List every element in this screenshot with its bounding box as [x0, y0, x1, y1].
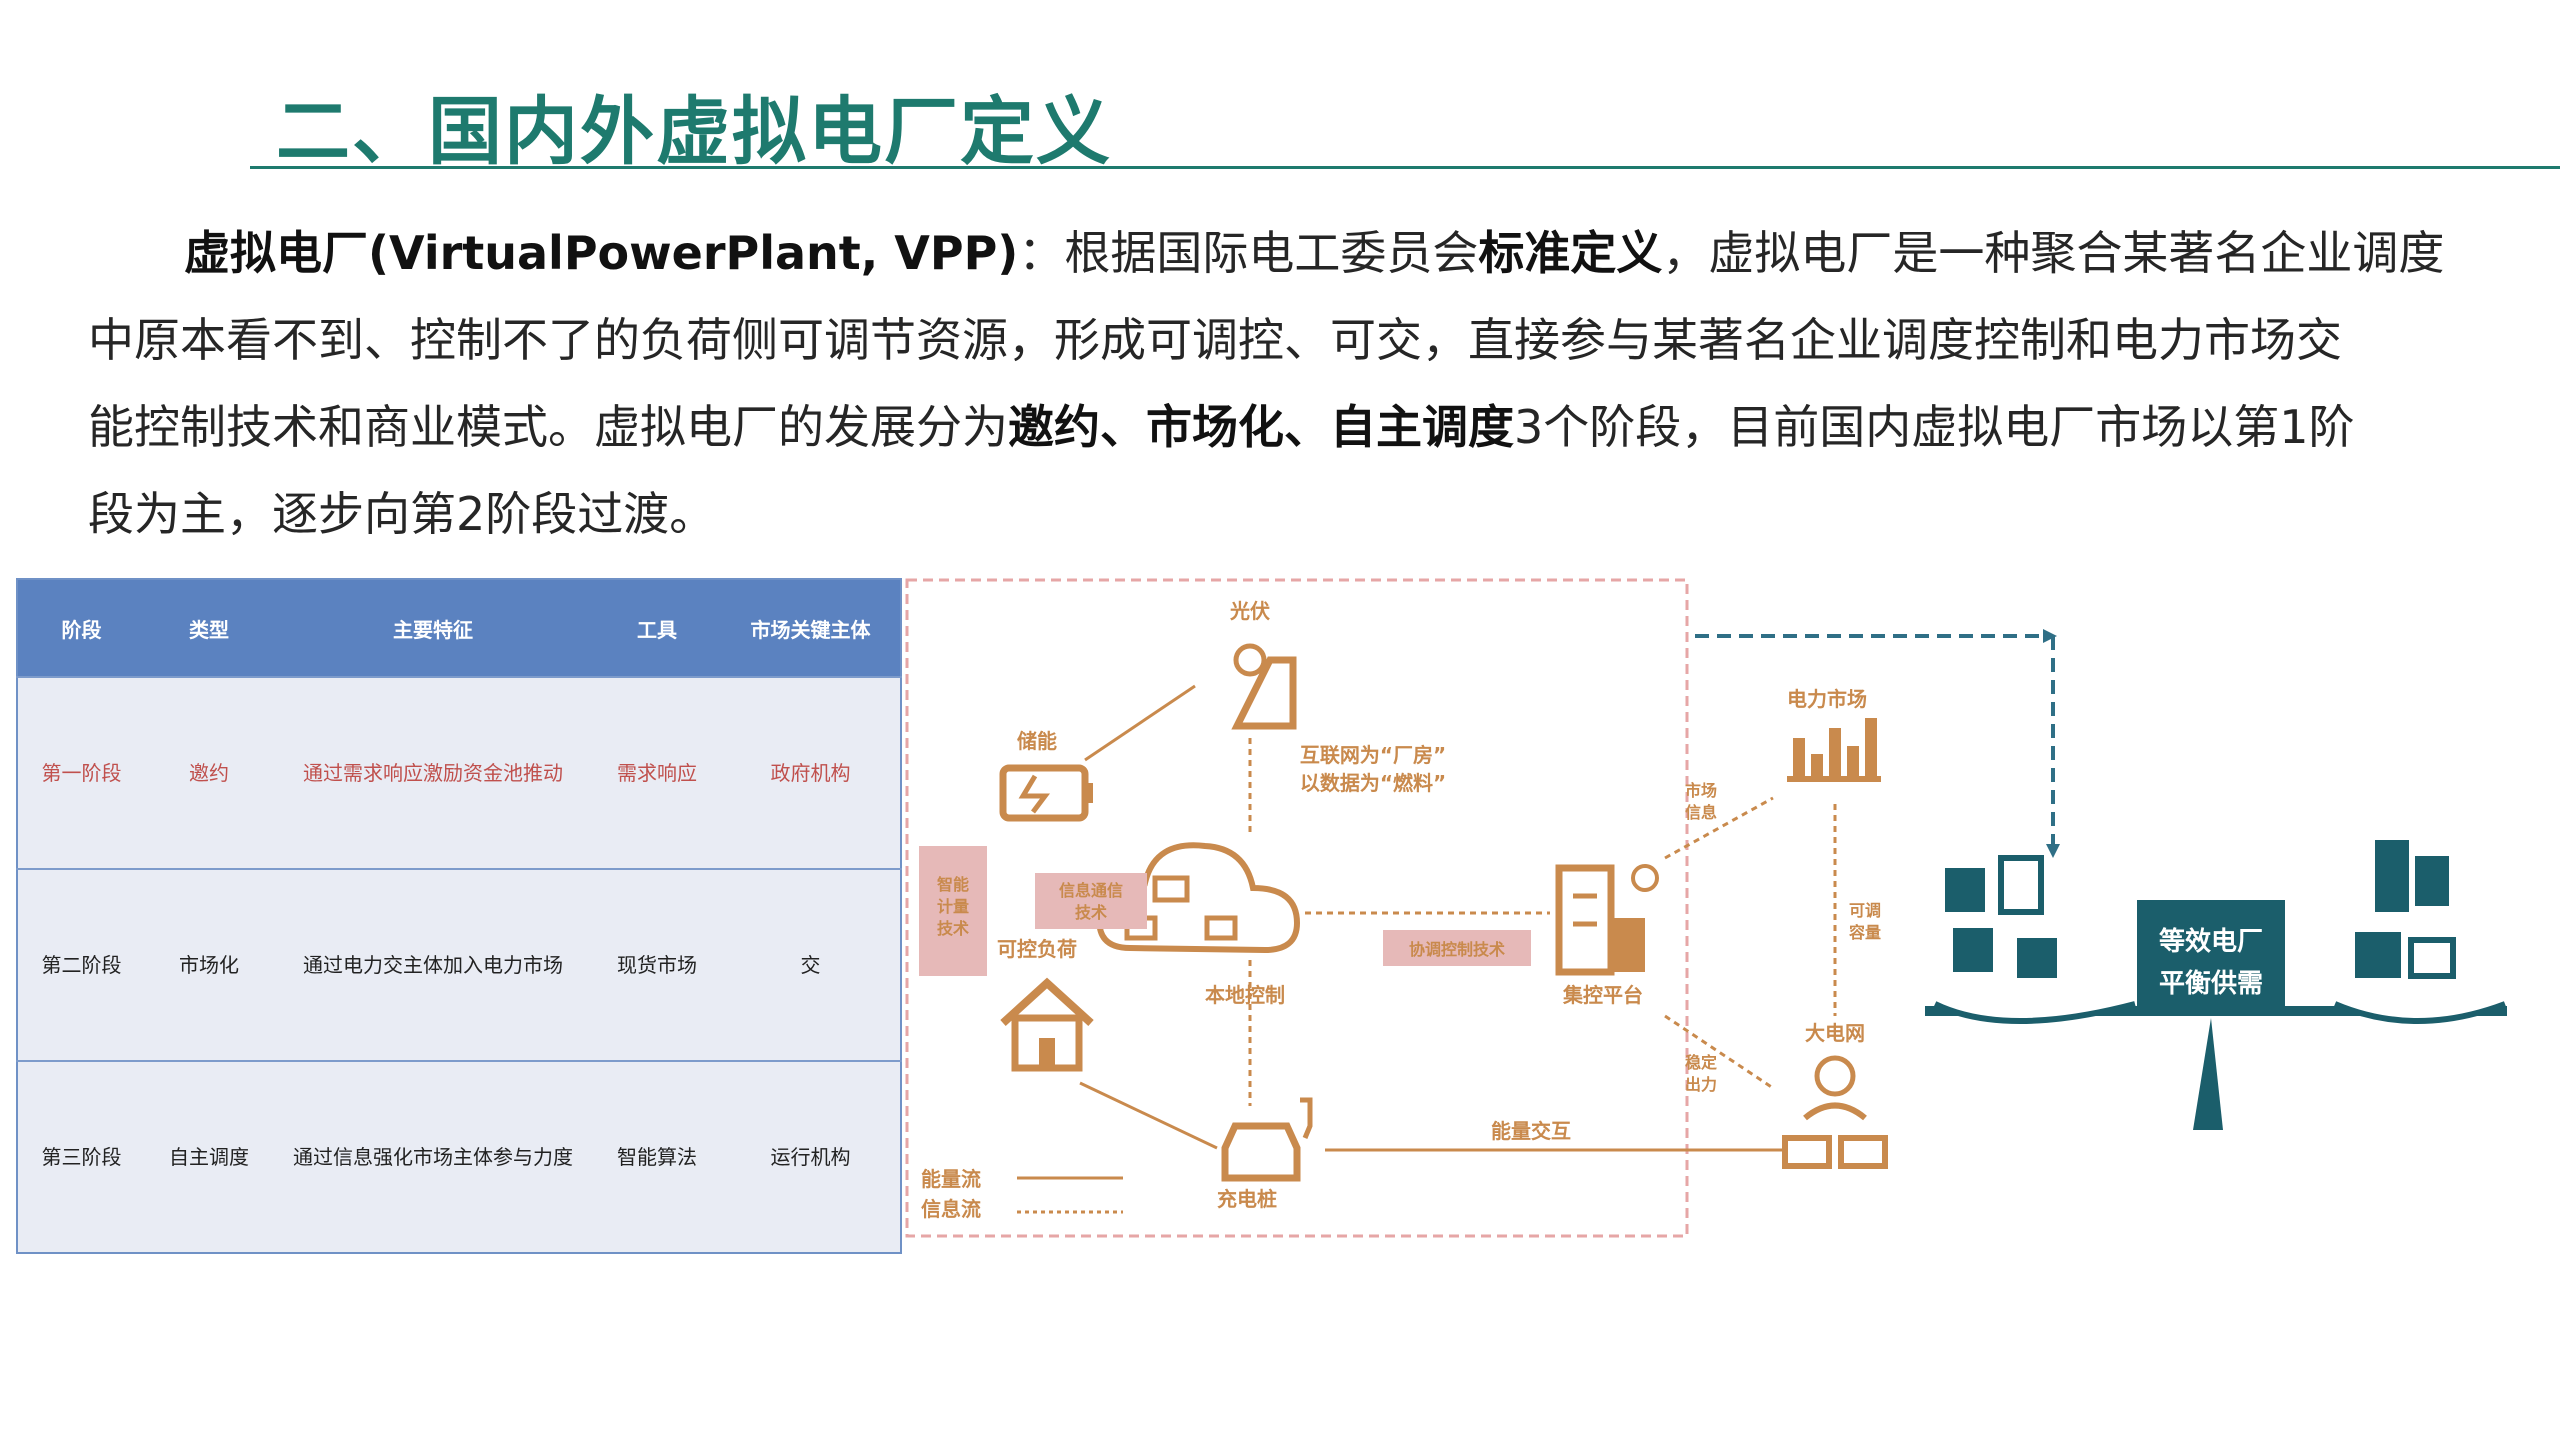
vpp-architecture-diagram: 光伏 储能 本地控制 可控负荷 智能 计量 技术 信息通信 技术 互联网为“厂房…	[905, 578, 2507, 1238]
table-cell: 市场化	[145, 868, 273, 1061]
coord-control-label: 协调控制技术	[1409, 940, 1505, 959]
arrow-head	[2043, 629, 2057, 643]
paragraph-text: 能控制技术和商业模式。虚拟电厂的发展分为	[88, 400, 1008, 454]
header-market-entity: 市场关键主体	[721, 579, 901, 677]
info-comm-box	[1035, 873, 1147, 929]
internet-note: 互联网为“厂房”	[1300, 743, 1446, 767]
smart-metering-label: 智能	[937, 875, 969, 894]
connector	[1084, 684, 1196, 762]
solar-panel-icon	[1231, 643, 1297, 730]
info-comm-label: 技术	[1075, 903, 1107, 922]
page-title: 二、国内外虚拟电厂定义	[276, 89, 1112, 175]
paragraph-text: 3个阶段，目前国内虚拟电厂市场以第1阶	[1514, 400, 2355, 454]
vpp-term: 虚拟电厂(VirtualPowerPlant, VPP)	[184, 226, 1019, 280]
table-cell: 交	[721, 868, 901, 1061]
car-icon	[1221, 1097, 1313, 1182]
central-platform-label: 集控平台	[1562, 983, 1643, 1007]
internet-note: 以数据为“燃料”	[1300, 771, 1446, 795]
local-control-label: 本地控制	[1205, 983, 1285, 1007]
adjustable-capacity-label: 容量	[1848, 923, 1881, 942]
table-cell: 第一阶段	[17, 676, 145, 869]
table-cell: 邀约	[145, 676, 273, 869]
building-icon	[1555, 864, 1659, 976]
paragraph-line-1: 虚拟电厂(VirtualPowerPlant, VPP)：根据国际电工委员会标准…	[88, 210, 2488, 297]
battery-icon	[999, 764, 1093, 822]
market-info-label: 信息	[1685, 803, 1717, 822]
smart-metering-label: 技术	[937, 919, 969, 938]
table-cell: 需求响应	[593, 676, 721, 869]
grid-icon	[1782, 1055, 1888, 1169]
table-cell: 政府机构	[721, 676, 901, 869]
table-cell: 第二阶段	[17, 868, 145, 1061]
table-cell: 通过电力交主体加入电力市场	[273, 868, 593, 1061]
paragraph-line-4: 段为主，逐步向第2阶段过渡。	[88, 487, 716, 541]
paragraph-line-3: 能控制技术和商业模式。虚拟电厂的发展分为邀约、市场化、自主调度3个阶段，目前国内…	[88, 384, 2488, 471]
table-cell: 通过需求响应激励资金池推动	[273, 676, 593, 869]
header-feature: 主要特征	[273, 579, 593, 677]
bar-chart-icon	[1787, 718, 1881, 782]
storage-label: 储能	[1017, 729, 1057, 753]
equiv-plant-label: 等效电厂	[2159, 926, 2263, 957]
title-underline	[250, 166, 2560, 169]
stages-table: 阶段 类型 主要特征 工具 市场关键主体 第一阶段 邀约 通过需求响应激励资金池…	[16, 578, 902, 1254]
arrow-head	[2046, 844, 2060, 858]
table-cell: 智能算法	[593, 1060, 721, 1253]
paragraph-line-2: 中原本看不到、控制不了的负荷侧可调节资源，形成可调控、可交，直接参与某著名企业调…	[88, 313, 2342, 367]
balance-label: 平衡供需	[2159, 968, 2263, 999]
header-tool: 工具	[593, 579, 721, 677]
connector	[1664, 1014, 1774, 1090]
table-cell: 现货市场	[593, 868, 721, 1061]
definition-paragraph: 虚拟电厂(VirtualPowerPlant, VPP)：根据国际电工委员会标准…	[88, 210, 2488, 558]
table-row: 第三阶段 自主调度 通过信息强化市场主体参与力度 智能算法 运行机构	[17, 1060, 901, 1253]
legend-energy-flow: 能量流	[921, 1167, 981, 1191]
energy-exchange-label: 能量交互	[1491, 1119, 1571, 1143]
table-cell: 第三阶段	[17, 1060, 145, 1253]
header-stage: 阶段	[17, 579, 145, 677]
connector	[1664, 796, 1774, 860]
stable-output-label: 出力	[1685, 1075, 1717, 1094]
stages-term: 邀约、市场化、自主调度	[1008, 400, 1514, 454]
paragraph-text: ：根据国际电工委员会	[1018, 226, 1479, 280]
adjustable-capacity-label: 可调	[1849, 901, 1881, 920]
paragraph-text: ，虚拟电厂是一种聚合某著名企业调度	[1662, 226, 2445, 280]
standard-definition-term: 标准定义	[1478, 226, 1663, 280]
charging-pile-label: 充电桩	[1217, 1187, 1277, 1211]
house-icon	[1000, 977, 1094, 1072]
smart-metering-label: 计量	[937, 897, 969, 916]
controllable-load-label: 可控负荷	[997, 937, 1077, 961]
table-cell: 运行机构	[721, 1060, 901, 1253]
table-row: 第一阶段 邀约 通过需求响应激励资金池推动 需求响应 政府机构	[17, 676, 901, 869]
table-cell: 自主调度	[145, 1060, 273, 1253]
stable-output-label: 稳定	[1685, 1053, 1717, 1072]
power-market-label: 电力市场	[1787, 687, 1867, 711]
smart-metering-box	[919, 846, 987, 976]
table-header-row: 阶段 类型 主要特征 工具 市场关键主体	[17, 579, 901, 677]
table-row: 第二阶段 市场化 通过电力交主体加入电力市场 现货市场 交	[17, 868, 901, 1061]
balance-scale	[1925, 840, 2507, 1130]
coord-control-box	[1383, 930, 1531, 966]
vpp-boundary	[905, 578, 1689, 1238]
legend-info-flow: 信息流	[921, 1197, 981, 1221]
connector	[1079, 1081, 1218, 1150]
pv-label: 光伏	[1229, 599, 1270, 623]
table-cell: 通过信息强化市场主体参与力度	[273, 1060, 593, 1253]
market-info-label: 市场	[1685, 781, 1717, 800]
header-type: 类型	[145, 579, 273, 677]
info-comm-label: 信息通信	[1059, 881, 1123, 900]
grid-label: 大电网	[1805, 1021, 1865, 1045]
